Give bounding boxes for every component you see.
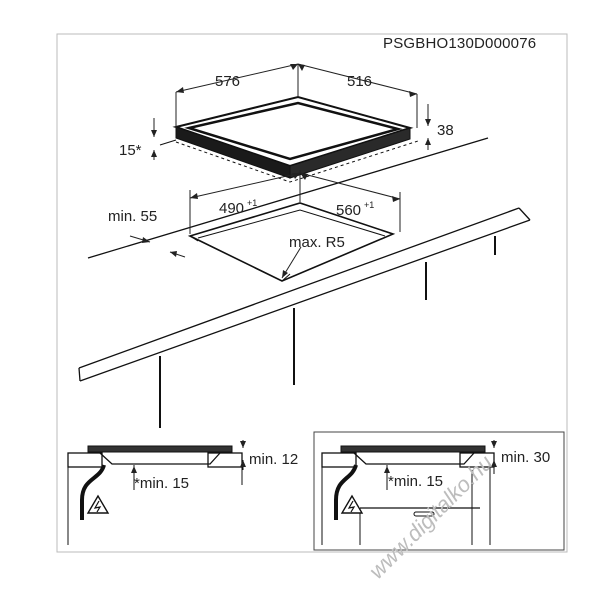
detail-left-cable [80, 464, 106, 520]
detail-right-frame [313, 431, 565, 551]
dim-width-top: 576 [215, 73, 240, 90]
hob-top-plate [172, 95, 414, 168]
hob-drawing [159, 95, 419, 183]
cutout-outline [187, 202, 396, 282]
detail-right-top-clearance: min. 30 [501, 449, 550, 466]
detail-left-under-clearance: *min. 15 [134, 475, 189, 492]
hob-edge-line [159, 139, 177, 146]
dim-cutout-width: 490 [219, 200, 244, 217]
dim-thickness: 38 [437, 122, 454, 139]
detail-right-handle [413, 511, 435, 517]
countertop-drawing [78, 137, 531, 428]
detail-left-hob-plate [87, 445, 233, 453]
hob-under-dashed [175, 140, 419, 183]
cutout-drawing [187, 202, 396, 282]
countertop-front-top [78, 207, 520, 369]
dim-cutout-width-tol: +1 [247, 198, 257, 208]
dim-depth-top: 516 [347, 73, 372, 90]
detail-right-under-clearance: *min. 15 [388, 473, 443, 490]
countertop-front-bottom [79, 219, 531, 382]
dim-edge: 15* [119, 142, 142, 159]
hob-side-right [289, 127, 411, 179]
dim-cutout-depth: 560 [336, 202, 361, 219]
detail-right-counter-left [321, 452, 357, 468]
hob-dimension-arrows [151, 64, 431, 157]
diagram-frame [56, 33, 568, 553]
detail-right: min. 30 *min. 15 [313, 431, 565, 551]
detail-left-top-clearance: min. 12 [249, 451, 298, 468]
dim-front-clearance: min. 55 [108, 208, 157, 225]
cutout-inner-back [197, 209, 386, 239]
product-code: PSGBHO130D000076 [383, 35, 536, 52]
detail-right-hob-plate [340, 445, 486, 453]
electric-warning-icon [86, 494, 110, 514]
cutout-dimension-arrows [142, 173, 400, 278]
detail-left-counter-right [207, 452, 243, 468]
hob-inner-frame [184, 101, 403, 161]
cutout-dimensions [129, 170, 401, 279]
countertop-back-edge [87, 137, 489, 259]
detail-left-hob-body [99, 452, 221, 465]
electric-warning-icon-right [340, 494, 364, 514]
dim-cutout-depth-tol: +1 [364, 200, 374, 210]
detail-right-cable [334, 464, 358, 520]
detail-left-counter-left [67, 452, 103, 468]
detail-right-hob-body [353, 452, 475, 465]
watermark: www.digitalko.hu [364, 450, 498, 584]
dim-corner-radius: max. R5 [289, 234, 345, 251]
detail-left: min. 12 *min. 15 [67, 440, 298, 545]
